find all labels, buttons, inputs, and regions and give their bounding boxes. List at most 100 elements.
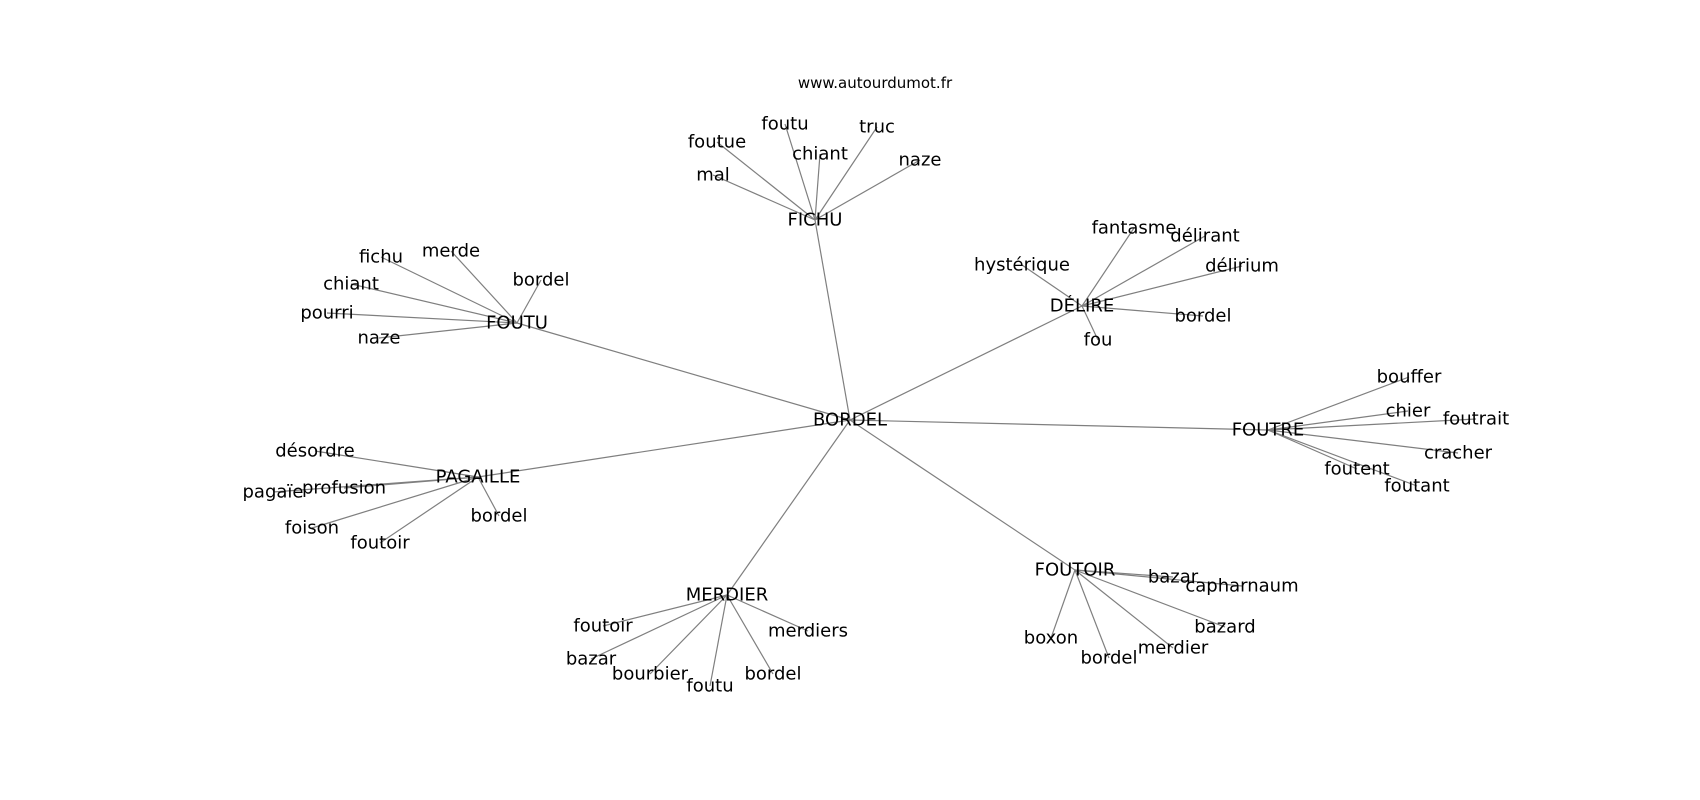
edge-center-foutu: [516, 322, 851, 421]
leaf-foutu-2: bordel: [512, 270, 569, 291]
edges-layer: [272, 123, 1477, 687]
leaf-delire-2: délirant: [1170, 226, 1239, 247]
leaf-delire-4: bordel: [1174, 306, 1231, 327]
edge-pagaille-3: [311, 476, 479, 529]
leaf-foutre-5: foutant: [1384, 476, 1449, 497]
leaf-pagaille-0: désordre: [275, 441, 354, 462]
edge-center-pagaille: [477, 419, 851, 478]
leaf-fichu-2: foutu: [761, 114, 808, 135]
edge-merdier-1: [590, 594, 728, 660]
edge-pagaille-0: [314, 450, 479, 478]
edge-foutre-2: [1267, 418, 1477, 431]
edge-pagaille-5: [477, 476, 500, 517]
leaf-delire-1: fantasme: [1092, 218, 1177, 239]
leaf-foutu-1: merde: [422, 241, 480, 262]
leaf-merdier-4: bordel: [744, 664, 801, 685]
leaf-fichu-1: foutue: [688, 132, 746, 153]
leaf-delire-3: délirium: [1205, 256, 1279, 277]
edge-delire-3: [1081, 265, 1243, 307]
edge-fichu-0: [712, 174, 816, 221]
hub-pagaille: PAGAILLE: [436, 467, 521, 488]
edge-foutu-3: [350, 283, 518, 324]
edge-delire-1: [1081, 227, 1135, 307]
leaf-foutu-0: fichu: [359, 247, 403, 268]
edge-foutoir-4: [1074, 569, 1110, 659]
edge-merdier-3: [709, 594, 728, 687]
leaf-pagaille-2: pagaïe: [243, 482, 304, 503]
leaf-foutu-5: naze: [358, 328, 401, 349]
edge-fichu-2: [784, 123, 816, 221]
edge-center-foutre: [849, 419, 1269, 431]
edge-delire-2: [1081, 235, 1206, 307]
leaf-foutre-2: foutrait: [1443, 409, 1509, 430]
edge-foutre-1: [1267, 410, 1409, 431]
edge-foutu-4: [326, 312, 518, 324]
leaf-merdier-1: bazar: [566, 649, 617, 670]
edge-foutu-2: [516, 279, 542, 324]
edge-center-merdier: [726, 419, 851, 596]
edge-merdier-4: [726, 594, 774, 675]
leaf-foutre-4: foutent: [1324, 459, 1389, 480]
leaf-delire-5: fou: [1084, 330, 1113, 351]
edge-delire-4: [1081, 305, 1204, 317]
edge-foutre-4: [1267, 429, 1358, 470]
leaf-foutu-4: pourri: [300, 303, 353, 324]
hub-delire: DÉLIRE: [1050, 295, 1114, 317]
edge-center-foutoir: [849, 419, 1076, 571]
hub-foutu: FOUTU: [486, 313, 548, 334]
leaf-pagaille-3: foison: [285, 518, 339, 539]
leaf-fichu-0: mal: [696, 165, 730, 186]
hub-merdier: MERDIER: [686, 585, 768, 606]
edge-merdier-0: [602, 594, 728, 627]
leaf-foutre-1: chier: [1386, 401, 1431, 422]
edge-foutre-0: [1267, 376, 1410, 431]
leaf-foutre-0: bouffer: [1377, 367, 1442, 388]
edge-fichu-4: [814, 126, 878, 221]
leaf-merdier-2: bourbier: [612, 664, 689, 685]
edge-fichu-3: [814, 153, 821, 221]
source-url: www.autourdumot.fr: [798, 74, 953, 92]
leaf-pagaille-4: foutoir: [350, 533, 410, 554]
center-node: BORDEL: [813, 410, 887, 431]
leaf-foutoir-1: capharnaum: [1185, 576, 1298, 597]
edge-foutoir-1: [1074, 569, 1243, 587]
leaf-pagaille-1: profusion: [302, 478, 386, 499]
leaf-merdier-5: merdiers: [768, 621, 848, 642]
leaf-foutoir-0: bazar: [1148, 567, 1199, 588]
leaf-foutoir-4: bordel: [1080, 648, 1137, 669]
edge-foutre-5: [1267, 429, 1418, 487]
edge-foutoir-5: [1050, 569, 1076, 639]
leaf-pagaille-5: bordel: [470, 506, 527, 527]
leaf-delire-0: hystérique: [974, 255, 1070, 276]
leaf-merdier-3: foutu: [686, 676, 733, 697]
edge-center-delire: [849, 305, 1083, 421]
hub-fichu: FICHU: [788, 210, 843, 231]
edge-delire-5: [1081, 305, 1099, 341]
edge-foutoir-3: [1074, 569, 1174, 649]
hub-foutre: FOUTRE: [1232, 420, 1305, 441]
edge-center-fichu: [814, 219, 851, 421]
leaf-fichu-5: naze: [899, 150, 942, 171]
edge-pagaille-4: [379, 476, 479, 544]
edge-pagaille-2: [272, 476, 479, 493]
leaf-foutoir-3: merdier: [1138, 638, 1209, 659]
edge-merdier-2: [649, 594, 728, 675]
edge-foutu-1: [450, 250, 518, 324]
edge-fichu-5: [814, 159, 921, 221]
edge-delire-0: [1021, 264, 1083, 307]
leaf-foutoir-2: bazard: [1194, 617, 1255, 638]
leaf-merdier-0: foutoir: [573, 616, 633, 637]
hub-foutoir: FOUTOIR: [1035, 560, 1116, 581]
leaf-foutoir-5: boxon: [1024, 628, 1078, 649]
edge-foutoir-2: [1074, 569, 1226, 628]
edge-foutu-5: [378, 322, 518, 339]
leaf-fichu-3: chiant: [792, 144, 848, 165]
leaf-fichu-4: truc: [859, 117, 895, 138]
leaf-foutu-3: chiant: [323, 274, 379, 295]
edge-foutu-0: [380, 256, 518, 324]
leaf-foutre-3: cracher: [1424, 443, 1493, 464]
edge-merdier-5: [726, 594, 809, 632]
edge-fichu-1: [716, 141, 816, 221]
